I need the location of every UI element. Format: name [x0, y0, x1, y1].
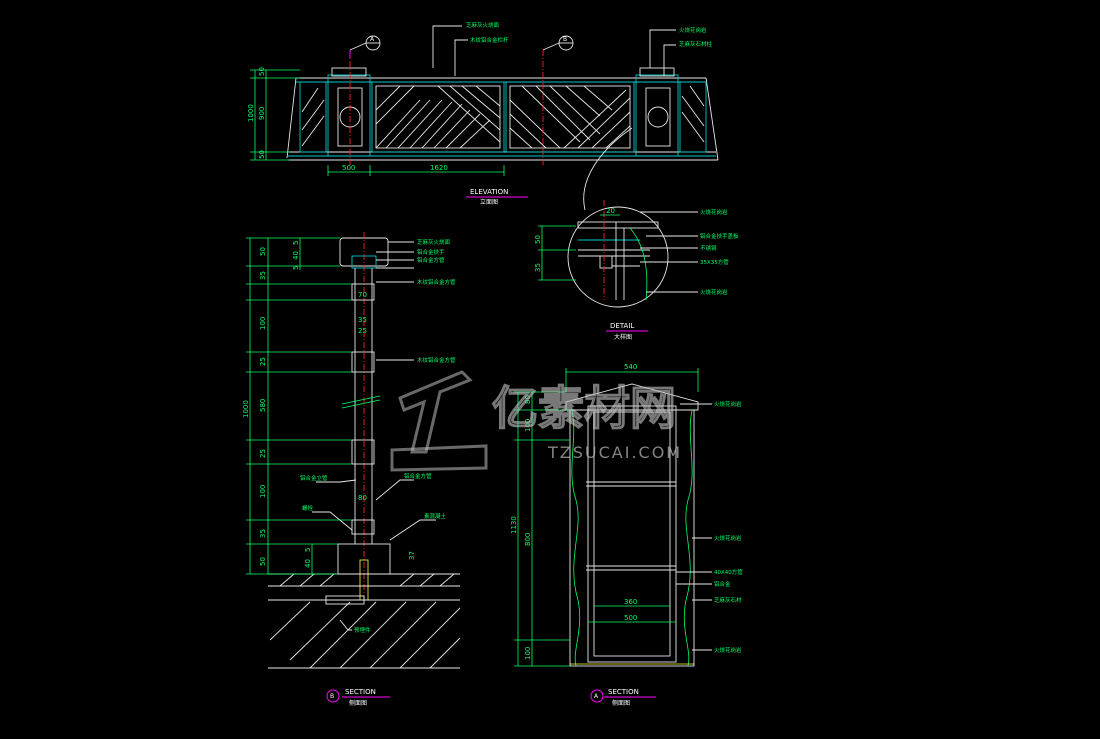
secb-dim-35: 35: [358, 316, 367, 324]
elev-dim-bottom: 50: [258, 150, 266, 159]
secb-dim-9: 35: [259, 529, 267, 538]
seca-dim-500: 500: [624, 614, 637, 622]
seca-dim-5: 100: [524, 647, 532, 660]
secb-dim-4: 25: [259, 357, 267, 366]
watermark-url: TZSUCAI.COM: [547, 443, 682, 462]
secb-dim-inner-4: 5: [304, 548, 312, 552]
elev-dim-pillar: 500: [342, 164, 355, 172]
detail-callout-4: 35X35方管: [700, 258, 729, 266]
section-a-view: 540 80 100 1130 800 100 360 500: [510, 363, 743, 707]
section-a-subtitle: 侧面图: [612, 699, 630, 707]
section-b-subtitle: 侧面图: [349, 699, 367, 707]
secb-callout-left-1: 铝合金立管: [300, 474, 328, 482]
secb-dim-inner-3: 5: [292, 266, 300, 270]
elev-dim-mid: 900: [258, 107, 266, 120]
elev-callout-1: 芝麻灰火烧面: [466, 21, 500, 29]
detail-view: 20 50 35 火烧花岗岩 铝合金扶手盖板 不锈钢 35X35方管 火烧花岗岩…: [534, 200, 739, 341]
elev-callout-3: 火烧花岗岩: [679, 26, 707, 34]
seca-dim-4: 800: [524, 533, 532, 546]
section-b-view: 50 35 100 25 1000 580 25 100 35 50 5 40 …: [242, 232, 461, 707]
seca-callout-4: 铝合金: [714, 580, 731, 588]
seca-dim-3: 1130: [510, 516, 518, 534]
seca-dim-360: 360: [624, 598, 637, 606]
seca-callout-3: 40X40方管: [714, 568, 743, 576]
detail-subtitle: 大样图: [614, 333, 632, 341]
elevation-view: A B 50 1000 900 50 500 1620: [247, 21, 719, 211]
secb-callout-4: 木纹铝合金方管: [417, 278, 456, 286]
elev-callout-4: 芝麻灰石材柱: [679, 40, 713, 48]
axis-marker-a: A: [349, 35, 381, 51]
secb-callout-left-3: 预埋件: [354, 626, 371, 634]
detail-dim-35: 35: [534, 263, 542, 272]
section-a-marker-label: A: [594, 693, 599, 700]
watermark-logo-icon: [390, 370, 488, 472]
seca-dim-top: 540: [624, 363, 637, 371]
secb-callout-2: 铝合金扶手: [417, 248, 445, 256]
elev-dim-top: 50: [258, 67, 266, 76]
elevation-subtitle: 立面图: [480, 198, 498, 206]
secb-dim-inner-5: 40: [304, 559, 312, 568]
detail-callout-2: 铝合金扶手盖板: [700, 232, 739, 240]
elev-dim-total: 1000: [247, 104, 255, 122]
secb-dim-37: 37: [408, 551, 416, 560]
seca-callout-2: 火烧花岗岩: [714, 534, 742, 542]
elev-dim-panel: 1620: [430, 164, 448, 172]
seca-callout-5: 芝麻灰石材: [714, 596, 742, 604]
secb-callout-left-2: 螺栓: [302, 504, 314, 512]
axis-marker-b: B: [542, 35, 574, 51]
secb-dim-inner-1: 5: [292, 241, 300, 245]
secb-dim-inner-2: 40: [292, 251, 300, 260]
section-b-marker-label: B: [330, 693, 334, 700]
detail-dim-20: 20: [606, 207, 615, 215]
axis-b-label: B: [563, 36, 567, 43]
seca-dim-1: 80: [524, 395, 532, 404]
detail-callout-5: 火烧花岗岩: [700, 288, 728, 296]
secb-callout-7: 素混凝土: [424, 512, 447, 520]
secb-callout-1: 芝麻灰火烧面: [417, 238, 451, 246]
secb-dim-2: 35: [259, 271, 267, 280]
detail-dim-50: 50: [534, 235, 542, 244]
watermark: 亿素材网 TZSUCAI.COM: [390, 370, 682, 472]
secb-dim-70: 70: [358, 291, 367, 299]
watermark-name: 亿素材网: [492, 381, 676, 435]
seca-callout-6: 火烧花岗岩: [714, 646, 742, 654]
secb-dim-6: 580: [259, 399, 267, 412]
secb-dim-5: 1000: [242, 400, 250, 418]
detail-title: DETAIL: [610, 322, 634, 330]
secb-dim-10: 50: [259, 557, 267, 566]
secb-dim-1: 50: [259, 247, 267, 256]
secb-dim-3: 100: [259, 317, 267, 330]
section-b-title: SECTION: [345, 688, 376, 696]
secb-dim-8: 100: [259, 485, 267, 498]
secb-dim-7: 25: [259, 449, 267, 458]
section-b-marker: B: [326, 689, 340, 703]
secb-callout-6: 铝合金方管: [404, 472, 432, 480]
secb-callout-3: 铝合金方管: [417, 256, 445, 264]
section-a-marker: A: [590, 689, 604, 703]
secb-callout-5: 木纹铝合金方管: [417, 356, 456, 364]
detail-callout-3: 不锈钢: [700, 244, 717, 252]
seca-callout-1: 火烧花岗岩: [714, 400, 742, 408]
axis-a-label: A: [370, 36, 375, 43]
secb-dim-80: 80: [358, 494, 367, 502]
detail-callout-1: 火烧花岗岩: [700, 208, 728, 216]
secb-dim-25: 25: [358, 327, 367, 335]
seca-dim-2: 100: [524, 419, 532, 432]
elevation-title: ELEVATION: [470, 188, 508, 196]
section-a-title: SECTION: [608, 688, 639, 696]
elev-callout-2: 木纹铝合金栏杆: [470, 36, 509, 44]
